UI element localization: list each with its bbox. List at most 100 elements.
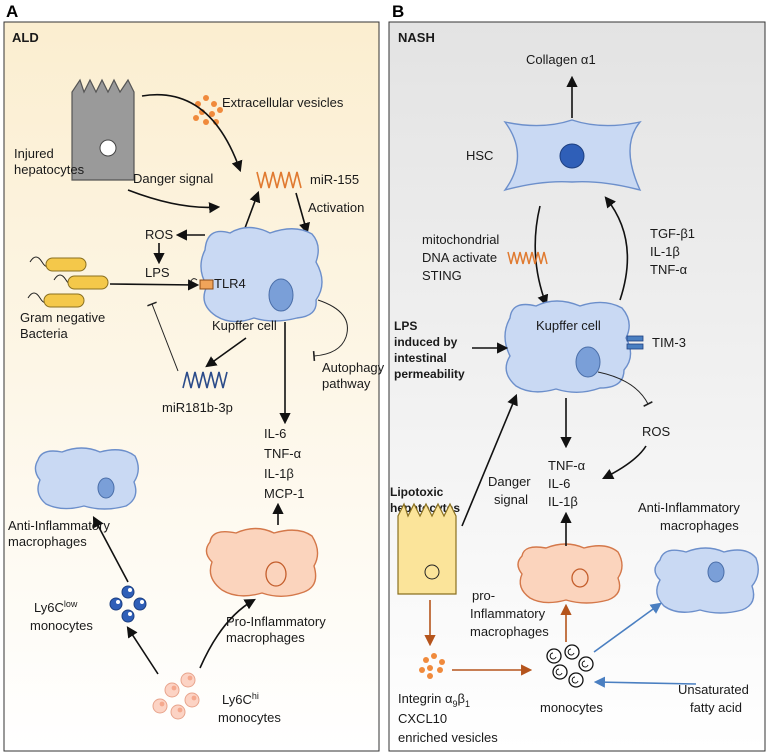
anti-inflammatory-nucleus-b-icon bbox=[707, 561, 725, 583]
autophagy-label-1: Autophagy bbox=[322, 360, 385, 375]
panel-a-letter: A bbox=[6, 2, 18, 21]
lipotoxic-label-0: Lipotoxic bbox=[390, 485, 444, 499]
arrow-kupffer-to-mir155 bbox=[244, 190, 261, 229]
pro-inflammatory-nucleus-b-icon bbox=[571, 568, 589, 588]
arrow-monocytes-to-anti bbox=[593, 602, 662, 653]
cytokine-a-0: IL-6 bbox=[264, 426, 286, 441]
lps-induced-label-0: LPS bbox=[394, 319, 417, 333]
monocytes-b-nuclei-icon bbox=[549, 648, 589, 684]
lps-induced-label-1: induced by bbox=[394, 335, 458, 349]
anti-inflammatory-label-a-2: macrophages bbox=[8, 534, 87, 549]
pro-inflammatory-label-b-0: pro- bbox=[472, 588, 495, 603]
monocytes-b-icon bbox=[546, 644, 594, 688]
arrow-ros-to-cytokines bbox=[601, 445, 647, 480]
ros-label-a: ROS bbox=[145, 227, 174, 242]
injured-hepatocytes-label-1: Injured bbox=[14, 146, 54, 161]
anti-inflammatory-macrophage-b-icon bbox=[654, 547, 759, 614]
tim3-label: TIM-3 bbox=[652, 335, 686, 350]
arrow-ly6c-low-to-anti bbox=[92, 516, 129, 583]
anti-inflammatory-macrophage-a-icon bbox=[34, 447, 139, 510]
anti-inflammatory-nucleus-a-icon bbox=[97, 477, 115, 499]
anti-inflammatory-label-b-0: Anti-Inflammatory bbox=[638, 500, 740, 515]
inhibit-autophagy-loop bbox=[312, 299, 348, 362]
mito-label-0: mitochondrial bbox=[422, 232, 499, 247]
arrow-ly6c-hi-to-pro bbox=[199, 598, 256, 669]
cytokine-a-1: TNF-α bbox=[264, 446, 302, 461]
arrow-danger-signal bbox=[127, 189, 221, 214]
bacteria-icon bbox=[27, 256, 109, 308]
kupffer-cell-label-b: Kupffer cell bbox=[536, 318, 601, 333]
ros-label-b: ROS bbox=[642, 424, 671, 439]
arrow-kupffer-to-hsc bbox=[604, 196, 629, 301]
ly6c-low-label-2: monocytes bbox=[30, 618, 93, 633]
arrow-lipotoxic-to-kupffer bbox=[461, 393, 518, 527]
panel-a-title: ALD bbox=[12, 30, 39, 45]
mir155-label: miR-155 bbox=[310, 172, 359, 187]
extracellular-vesicles-label: Extracellular vesicles bbox=[222, 95, 344, 110]
collagen-label: Collagen α1 bbox=[526, 52, 596, 67]
ly6c-hi-nuclei-icon bbox=[159, 675, 197, 713]
kupffer-cell-b-icon bbox=[504, 300, 632, 393]
ly6c-low-nuclei-icon bbox=[116, 588, 144, 616]
integrin-vesicles-icon bbox=[419, 653, 445, 679]
mito-label-1: DNA activate bbox=[422, 250, 497, 265]
arrow-mito-to-kupffer bbox=[534, 205, 549, 307]
integrin-label: Integrin α9β1 bbox=[398, 691, 470, 709]
cytokine-a-3: MCP-1 bbox=[264, 486, 304, 501]
tlr4-label: TLR4 bbox=[214, 276, 246, 291]
cytokine-b-0: TNF-α bbox=[548, 458, 586, 473]
arrow-fatty-acid-to-monocytes bbox=[593, 676, 697, 688]
mito-label-2: STING bbox=[422, 268, 462, 283]
pro-inflammatory-nucleus-a-icon bbox=[265, 561, 287, 587]
mito-dna-icon bbox=[507, 251, 548, 265]
lps-induced-label-2: intestinal bbox=[394, 351, 447, 365]
danger-signal-label-a: Danger signal bbox=[133, 171, 213, 186]
hsc-nucleus-icon bbox=[559, 143, 585, 169]
ly6c-hi-label-2: monocytes bbox=[218, 710, 281, 725]
arrow-hepatocyte-to-kupffer-curve bbox=[141, 94, 243, 173]
hsc-label: HSC bbox=[466, 148, 493, 163]
mir181-label: miR181b-3p bbox=[162, 400, 233, 415]
injured-hepatocytes-label-2: hepatocytes bbox=[14, 162, 85, 177]
cytokine-b-1: IL-6 bbox=[548, 476, 570, 491]
tim3-receptor-icon-1 bbox=[626, 335, 644, 342]
pro-inflammatory-macrophage-b-icon bbox=[517, 543, 623, 604]
pro-inflammatory-label-b-2: macrophages bbox=[470, 624, 549, 639]
panel-b-title: NASH bbox=[398, 30, 435, 45]
ly6c-low-label: Ly6Clow bbox=[34, 599, 78, 615]
activation-label: Activation bbox=[308, 200, 364, 215]
unsaturated-label-0: Unsaturated bbox=[678, 682, 749, 697]
panel-b-letter: B bbox=[392, 2, 404, 21]
pro-inflammatory-macrophage-a-icon bbox=[205, 527, 319, 597]
tim3-receptor-icon-2 bbox=[626, 343, 644, 350]
pro-inflammatory-label-b-1: Inflammatory bbox=[470, 606, 546, 621]
cxcl10-label-1: enriched vesicles bbox=[398, 730, 498, 745]
gram-negative-label-2: Bacteria bbox=[20, 326, 68, 341]
arrow-ly6c-hi-to-low bbox=[126, 626, 159, 675]
lipotoxic-hepatocyte-icon bbox=[397, 502, 457, 595]
lps-induced-label-3: permeability bbox=[394, 367, 465, 381]
arrow-mir155-to-kupffer bbox=[295, 192, 310, 235]
tgf-label-0: TGF-β1 bbox=[650, 226, 695, 241]
kupffer-nucleus-a-icon bbox=[268, 278, 294, 312]
tlr4-receptor-icon bbox=[199, 279, 214, 290]
anti-inflammatory-label-a-1: Anti-Inflammatory bbox=[8, 518, 110, 533]
monocytes-label-b: monocytes bbox=[540, 700, 603, 715]
injured-hepatocyte-icon bbox=[71, 78, 135, 181]
tgf-label-2: TNF-α bbox=[650, 262, 688, 277]
autophagy-label-2: pathway bbox=[322, 376, 371, 391]
danger-signal-label-b-0: Danger bbox=[488, 474, 531, 489]
ly6c-hi-label: Ly6Chi bbox=[222, 691, 259, 707]
pro-inflammatory-label-a-1: Pro-Inflammatory bbox=[226, 614, 326, 629]
pro-inflammatory-label-a-2: macrophages bbox=[226, 630, 305, 645]
lps-label-a: LPS bbox=[145, 265, 170, 280]
inhibit-mir181-to-lps bbox=[147, 301, 179, 372]
gram-negative-label-1: Gram negative bbox=[20, 310, 105, 325]
inhibit-kupffer-to-ros bbox=[597, 371, 653, 407]
kupffer-cell-a-icon bbox=[200, 226, 323, 323]
kupffer-nucleus-b-icon bbox=[575, 346, 601, 378]
mir155-icon bbox=[256, 171, 302, 189]
mir181-icon bbox=[182, 371, 228, 389]
anti-inflammatory-label-b-1: macrophages bbox=[660, 518, 739, 533]
